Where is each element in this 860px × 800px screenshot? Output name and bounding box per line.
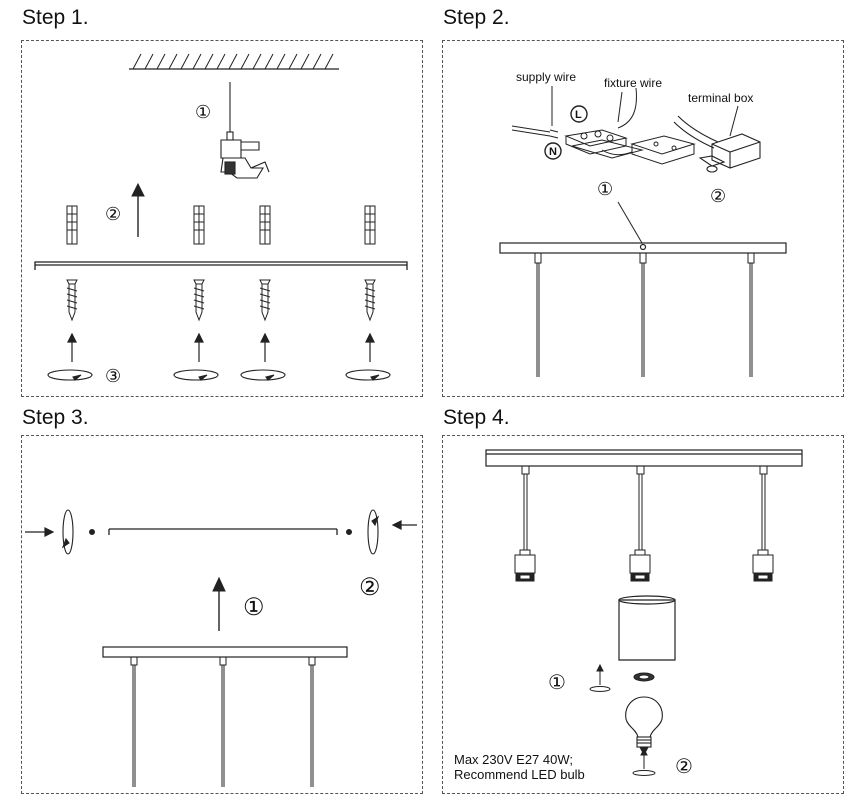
step-3-marker-2: ② bbox=[359, 574, 381, 601]
ceiling-hatch bbox=[129, 53, 339, 70]
step-2-marker-2: ② bbox=[710, 186, 726, 206]
step-2-marker-1: ① bbox=[597, 179, 613, 199]
svg-text:L: L bbox=[575, 109, 582, 121]
neutral-wire-badge: N bbox=[544, 142, 562, 160]
up-arrow-icon bbox=[67, 332, 375, 362]
cover-rail bbox=[108, 528, 338, 535]
left-arrow-icon bbox=[391, 520, 417, 530]
bulb-spec-line-1: Max 230V E27 40W; bbox=[454, 752, 573, 767]
pendant-cords bbox=[130, 656, 316, 787]
step-1-title: Step 1. bbox=[22, 6, 89, 29]
step-4-marker-2: ② bbox=[675, 756, 693, 778]
wire-connector-block bbox=[564, 87, 644, 159]
step-2-diagram: supply wire fixture wire terminal box L … bbox=[499, 70, 787, 377]
screw-cap-icon bbox=[346, 529, 352, 535]
screw-icon bbox=[66, 279, 376, 322]
junction-box bbox=[601, 135, 696, 165]
step-2-panel bbox=[442, 40, 844, 397]
step-4-marker-1: ① bbox=[548, 672, 566, 694]
screw-cap-icon bbox=[89, 529, 95, 535]
step-3-panel bbox=[21, 435, 423, 794]
rotate-icon bbox=[61, 509, 74, 555]
step-1-marker-3: ③ bbox=[105, 366, 121, 386]
up-arrow-icon bbox=[589, 663, 611, 692]
up-arrow-icon bbox=[212, 576, 226, 631]
supply-wire bbox=[511, 125, 559, 139]
bulb-spec-line-2: Recommend LED bulb bbox=[454, 767, 585, 782]
step-3-title: Step 3. bbox=[22, 406, 89, 429]
step-2-title: Step 2. bbox=[443, 6, 510, 29]
drill-icon bbox=[220, 82, 270, 179]
lamp-socket-icon bbox=[514, 549, 774, 582]
supply-wire-label: supply wire bbox=[516, 70, 576, 84]
lamp-shade bbox=[618, 595, 676, 661]
bulb-spec-note: Max 230V E27 40W; Recommend LED bulb bbox=[454, 752, 585, 782]
step-3-marker-1: ① bbox=[243, 594, 265, 621]
rotate-icon bbox=[367, 509, 380, 555]
step-3-diagram: ② ① bbox=[25, 509, 417, 787]
step-1-panel bbox=[21, 40, 423, 397]
step-4-title: Step 4. bbox=[443, 406, 510, 429]
step-1-marker-1: ① bbox=[195, 102, 211, 122]
right-arrow-icon bbox=[25, 527, 55, 537]
up-arrow-icon bbox=[131, 182, 145, 237]
fixture-wire-label: fixture wire bbox=[604, 76, 662, 90]
up-arrow-icon bbox=[632, 747, 656, 776]
mounting-bracket bbox=[34, 261, 408, 270]
step-4-panel bbox=[442, 435, 844, 794]
step-4-diagram: ① ② bbox=[485, 449, 803, 778]
rotate-icon bbox=[47, 369, 391, 381]
live-wire-badge: L bbox=[570, 105, 588, 123]
ceiling-canopy bbox=[485, 449, 803, 467]
terminal-box-icon bbox=[673, 115, 761, 173]
wall-anchor-icon bbox=[66, 205, 376, 245]
pendant-cords bbox=[521, 465, 768, 550]
pendant-cords bbox=[534, 252, 755, 377]
step-1-marker-2: ② bbox=[105, 204, 121, 224]
terminal-box-label: terminal box bbox=[688, 91, 753, 105]
svg-text:N: N bbox=[549, 146, 557, 158]
light-bulb-icon bbox=[625, 696, 663, 752]
ceiling-canopy bbox=[102, 646, 348, 658]
step-1-diagram: ① ② ③ bbox=[34, 53, 408, 386]
shade-ring-icon bbox=[633, 672, 655, 682]
ceiling-canopy bbox=[499, 242, 787, 254]
